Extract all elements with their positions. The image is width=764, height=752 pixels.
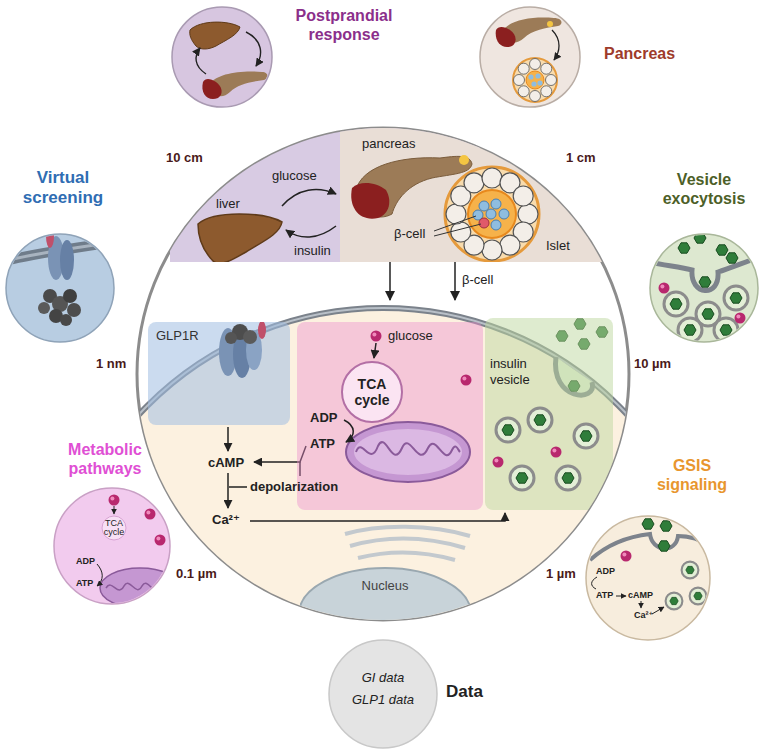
section-heading: Postprandial response	[284, 6, 404, 44]
node-shape	[485, 318, 613, 510]
node-label: glucose	[272, 168, 332, 184]
illustration	[351, 155, 539, 261]
node-outline	[148, 322, 290, 425]
node-label: insulin	[294, 243, 354, 259]
illustration	[648, 233, 762, 342]
node-label: Nucleus	[350, 578, 420, 594]
node-outline	[480, 7, 580, 107]
node-label: TCA cycle	[347, 376, 397, 408]
scale-label: 1 cm	[566, 150, 626, 166]
scale-circle: Vesicle exocytosis	[646, 166, 762, 344]
scale-label: 10 cm	[166, 150, 226, 166]
illustration	[590, 519, 712, 614]
scale-label: 1 nm	[96, 356, 156, 372]
section-heading: Data	[446, 682, 496, 702]
node-label: GI data	[338, 670, 428, 686]
illustration	[2, 224, 122, 326]
node-label: ATP	[76, 578, 100, 589]
node-label: pancreas	[362, 136, 432, 152]
node-outline	[148, 322, 290, 425]
illustration	[190, 22, 268, 99]
illustration	[97, 495, 176, 609]
node-outline	[137, 308, 629, 620]
data-circle: GI dataGLP1 data Data	[320, 636, 510, 750]
node-outline	[137, 308, 629, 620]
node-label: ADP	[310, 410, 346, 426]
illustration	[219, 322, 266, 378]
node-shape	[340, 112, 612, 262]
node-outline	[300, 568, 470, 620]
scale-label: 0.1 µm	[176, 566, 236, 582]
node-outline	[480, 7, 580, 107]
node-outline	[329, 640, 437, 748]
node-outline	[340, 112, 612, 262]
node-outline	[137, 308, 629, 620]
illustration	[97, 495, 176, 609]
vesicle-box: insulin vesicle	[485, 318, 613, 510]
section-heading: GSIS signaling	[640, 456, 744, 494]
illustration	[344, 331, 472, 483]
node-outline	[137, 308, 629, 620]
scale-circle: Virtual screening	[2, 166, 122, 344]
section-heading: Virtual screening	[8, 168, 118, 209]
node-outline	[172, 7, 272, 107]
node-outline	[300, 568, 470, 620]
node-outline	[329, 640, 437, 748]
node-outline	[297, 322, 483, 510]
section-heading: Metabolic pathways	[38, 440, 172, 478]
node-label: ATP	[310, 436, 346, 452]
node-label: glucose	[388, 328, 448, 344]
section-heading: Vesicle exocytosis	[650, 170, 758, 208]
node-label: insulin vesicle	[490, 356, 548, 387]
node-label: Ca²⁺	[212, 512, 248, 528]
node-label: depolarization	[250, 479, 360, 495]
tca-circle: TCA cycle	[341, 361, 403, 423]
illustration	[648, 233, 762, 342]
scale-circle: Pancreas	[474, 2, 704, 112]
node-label: cAMP	[628, 590, 658, 601]
node-label: GLP1R	[156, 328, 212, 344]
illustration	[590, 519, 712, 614]
node-outline	[297, 322, 483, 510]
illustration	[496, 18, 562, 102]
illustration	[493, 408, 599, 490]
scale-label: 1 µm	[546, 566, 606, 582]
scale-circle: GSIS signalingADP ATP cAMP Ca²⁺	[580, 452, 762, 644]
node-label: ADP	[76, 556, 100, 567]
node-label: Islet	[546, 238, 582, 254]
scale-circle: Postprandial response	[168, 2, 418, 112]
node-label: ADP	[596, 566, 618, 577]
node-label: ATP	[596, 590, 618, 601]
node-label: liver	[206, 196, 250, 212]
section-heading: Pancreas	[604, 44, 694, 63]
node-label: cAMP	[208, 455, 258, 471]
node-label: GLP1 data	[338, 692, 428, 708]
flow-arrow	[454, 262, 456, 300]
illustration	[351, 155, 539, 261]
node-outline	[172, 7, 272, 107]
node-outline	[342, 362, 402, 422]
scale-label: 10 µm	[634, 356, 694, 372]
pancreas-panel: pancreas β-cellIslet	[340, 112, 612, 262]
illustration	[219, 322, 266, 378]
node-label: TCA cycle	[101, 519, 127, 538]
nucleus-shape: Nucleus	[300, 566, 470, 620]
scale-circle: Metabolic pathwaysTCA cycleADP ATP	[36, 438, 176, 608]
illustration	[344, 331, 472, 483]
node-label: Ca²⁺	[634, 610, 660, 621]
node-label: β-cell	[394, 226, 438, 242]
node-outline	[485, 318, 613, 510]
flow-arrow	[389, 262, 391, 300]
node-outline	[340, 112, 612, 262]
node-outline	[485, 318, 613, 510]
illustration	[493, 408, 599, 490]
illustration	[190, 22, 268, 99]
node-outline	[342, 362, 402, 422]
receptor-box: GLP1R	[148, 322, 290, 425]
illustration	[496, 18, 562, 102]
illustration	[2, 224, 122, 326]
edge-label: β-cell	[462, 272, 522, 288]
